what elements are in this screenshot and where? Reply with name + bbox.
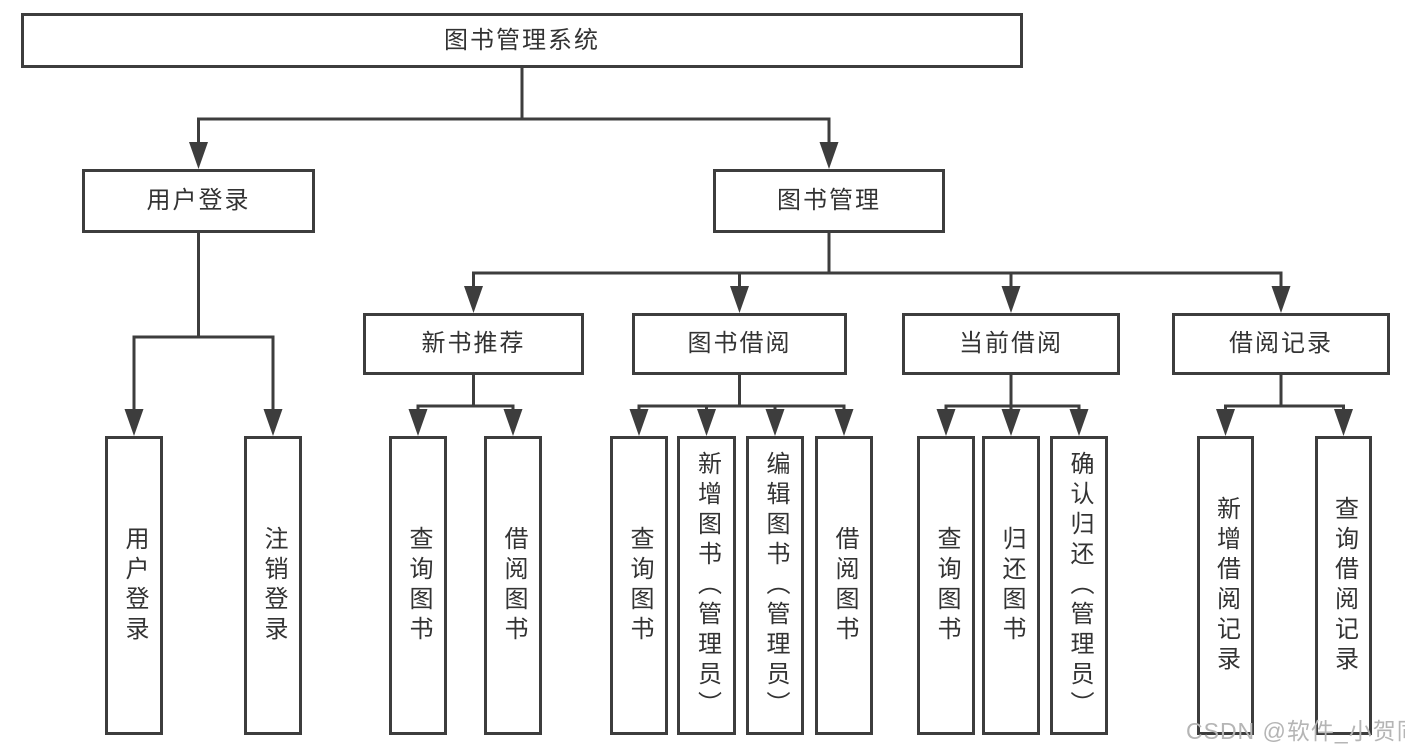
node-current-borrow: 当前借阅 (902, 313, 1120, 375)
leaf-borrow-query-book: 查询图书 (610, 436, 668, 735)
leaf-current-query-book: 查询图书 (917, 436, 975, 735)
node-current-borrow-label: 当前借阅 (959, 330, 1063, 357)
node-book-management-module-label: 图书管理 (777, 187, 881, 214)
leaf-logout-label: 注销登录 (260, 525, 287, 646)
node-root-label: 图书管理系统 (444, 26, 600, 54)
node-root: 图书管理系统 (21, 13, 1023, 68)
watermark: CSDN @软件_小贺同学 (1186, 718, 1405, 744)
node-new-book-recommend: 新书推荐 (363, 313, 584, 375)
leaf-logout: 注销登录 (244, 436, 302, 735)
node-borrow-records: 借阅记录 (1172, 313, 1390, 375)
leaf-user-login: 用户登录 (105, 436, 163, 735)
node-new-book-recommend-label: 新书推荐 (421, 330, 526, 357)
leaf-recommend-borrow-book: 借阅图书 (484, 436, 542, 735)
leaf-borrow-query-book-label: 查询图书 (626, 525, 653, 646)
leaf-current-query-book-label: 查询图书 (933, 525, 960, 646)
node-user-login-module: 用户登录 (82, 169, 315, 233)
leaf-query-borrow-record-label: 查询借阅记录 (1330, 495, 1358, 676)
leaf-confirm-return-admin-label: 确认归还（管理员） (1066, 450, 1093, 721)
node-user-login-module-label: 用户登录 (146, 187, 251, 214)
node-book-management-module: 图书管理 (713, 169, 945, 233)
node-book-borrow-label: 图书借阅 (687, 330, 792, 357)
leaf-return-book: 归还图书 (982, 436, 1040, 735)
leaf-add-book-admin-label: 新增图书（管理员） (693, 450, 721, 721)
leaf-add-book-admin: 新增图书（管理员） (677, 436, 736, 735)
leaf-borrow-book-label: 借阅图书 (831, 525, 858, 646)
leaf-confirm-return-admin: 确认归还（管理员） (1050, 436, 1108, 735)
leaf-edit-book-admin: 编辑图书（管理员） (746, 436, 804, 735)
leaf-add-borrow-record: 新增借阅记录 (1197, 436, 1254, 735)
leaf-recommend-query-book-label: 查询图书 (405, 525, 432, 646)
node-book-borrow: 图书借阅 (632, 313, 847, 375)
leaf-user-login-label: 用户登录 (121, 525, 148, 646)
leaf-recommend-borrow-book-label: 借阅图书 (500, 525, 527, 646)
leaf-return-book-label: 归还图书 (998, 525, 1025, 646)
leaf-edit-book-admin-label: 编辑图书（管理员） (762, 450, 789, 721)
leaf-borrow-book: 借阅图书 (815, 436, 873, 735)
node-borrow-records-label: 借阅记录 (1229, 330, 1333, 357)
leaf-recommend-query-book: 查询图书 (389, 436, 447, 735)
leaf-add-borrow-record-label: 新增借阅记录 (1212, 495, 1240, 676)
leaf-query-borrow-record: 查询借阅记录 (1315, 436, 1372, 735)
